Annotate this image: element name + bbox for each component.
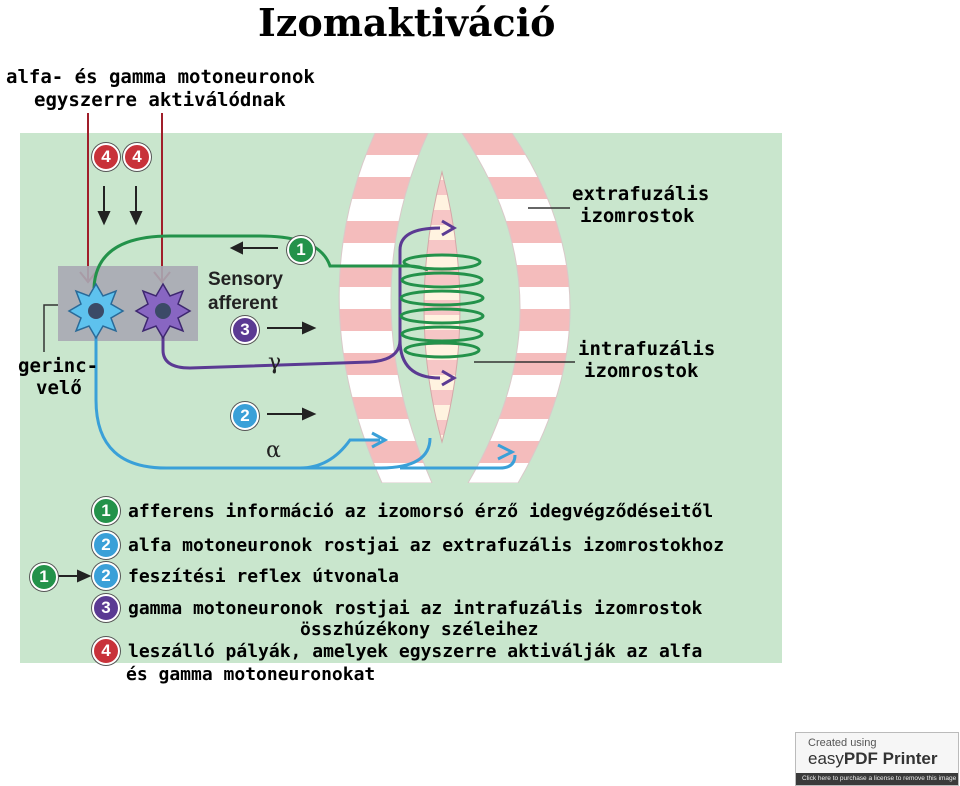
sensory-label-line-2: afferent (208, 293, 278, 314)
badge-3-gamma: 3 (231, 316, 259, 344)
descending-pathways (79, 113, 171, 284)
legend-item-3: 2 feszítési reflex útvonala (92, 562, 399, 590)
page-title: Izomaktiváció (258, 0, 556, 45)
legend-item-1: 1 afferens információ az izomorsó érző i… (92, 497, 713, 525)
gamma-ending-1 (441, 219, 457, 237)
spinal-cord-pointer (43, 304, 58, 352)
legend-item-4: 3 gamma motoneuronok rostjai az intrafuz… (92, 594, 702, 622)
extrafusal-label-line-2: izomrostok (580, 205, 695, 227)
badge-4-right: 4 (123, 143, 151, 171)
alpha-ending-2 (497, 443, 516, 461)
watermark-line-1: Created using (808, 737, 877, 749)
watermark-brand: easyPDF Printer (808, 749, 937, 769)
sensory-label-line-1: Sensory (208, 269, 283, 290)
legend-text-3: feszítési reflex útvonala (128, 565, 399, 587)
extrafusal-fibers (338, 133, 571, 483)
legend-badge-5: 4 (92, 637, 120, 665)
gamma-motor-fiber (161, 226, 441, 380)
legend-prefix-badge-1: 1 (30, 563, 58, 591)
alpha-ending-1 (371, 431, 389, 449)
extrafusal-label: extrafuzális izomrostok (572, 183, 709, 227)
gamma-arrow (267, 321, 317, 335)
alpha-motor-neuron (67, 282, 125, 340)
top-note-line-2: egyszerre aktiválódnak (34, 89, 286, 111)
spinal-cord-label-line-1: gerinc- (18, 355, 99, 377)
legend-text-1: afferens információ az izomorsó érző ide… (128, 500, 714, 522)
sensory-arrow (229, 241, 278, 255)
legend-badge-2: 2 (92, 531, 120, 559)
legend-text-4-cont: összhúzékony széleihez (300, 619, 539, 640)
badge-1-sensory: 1 (287, 236, 315, 264)
annulospiral-ending (399, 253, 485, 359)
spinal-cord-label: gerinc- velő (18, 355, 98, 399)
legend-text-4: gamma motoneuronok rostjai az intrafuzál… (128, 597, 703, 619)
intrafusal-spindle (423, 170, 461, 444)
alpha-symbol: α (266, 438, 281, 463)
legend-text-5-cont: és gamma motoneuronokat (126, 664, 376, 685)
gamma-ending-2 (441, 369, 457, 387)
alpha-motor-fiber (94, 320, 517, 470)
intrafusal-label-line-2: izomrostok (584, 360, 699, 382)
legend-badge-4: 3 (92, 594, 120, 622)
legend-badge-1: 1 (92, 497, 120, 525)
badge-2-alpha: 2 (231, 402, 259, 430)
extrafusal-label-line-1: extrafuzális (572, 183, 710, 205)
gamma-motor-neuron (134, 282, 192, 340)
alpha-arrow (267, 407, 317, 421)
legend-item-2: 2 alfa motoneuronok rostjai az extrafuzá… (92, 531, 724, 559)
legend-arrow (58, 569, 92, 583)
watermark-purchase-link[interactable]: Click here to purchase a license to remo… (796, 773, 958, 785)
gamma-symbol: γ (268, 350, 282, 375)
watermark-brand-b: PDF Printer (843, 749, 938, 768)
watermark-brand-a: easy (808, 749, 844, 768)
spinal-cord-label-line-2: velő (36, 377, 82, 399)
easypdf-watermark[interactable]: Created using easyPDF Printer Click here… (795, 732, 959, 786)
legend-badge-3: 2 (92, 562, 120, 590)
sensory-afferent-label: Sensory afferent (208, 268, 283, 316)
intrafusal-label: intrafuzális izomrostok (578, 338, 715, 382)
legend-text-2: alfa motoneuronok rostjai az extrafuzáli… (128, 534, 725, 556)
intrafusal-label-line-1: intrafuzális (578, 338, 716, 360)
top-note-line-1: alfa- és gamma motoneuronok (6, 66, 315, 88)
descending-arrows (97, 186, 143, 226)
legend-item-5: 4 leszálló pályák, amelyek egyszerre akt… (92, 637, 702, 665)
badge-4-left: 4 (92, 143, 120, 171)
top-note: alfa- és gamma motoneuronok egyszerre ak… (6, 66, 315, 112)
legend-text-5: leszálló pályák, amelyek egyszerre aktiv… (128, 640, 703, 662)
